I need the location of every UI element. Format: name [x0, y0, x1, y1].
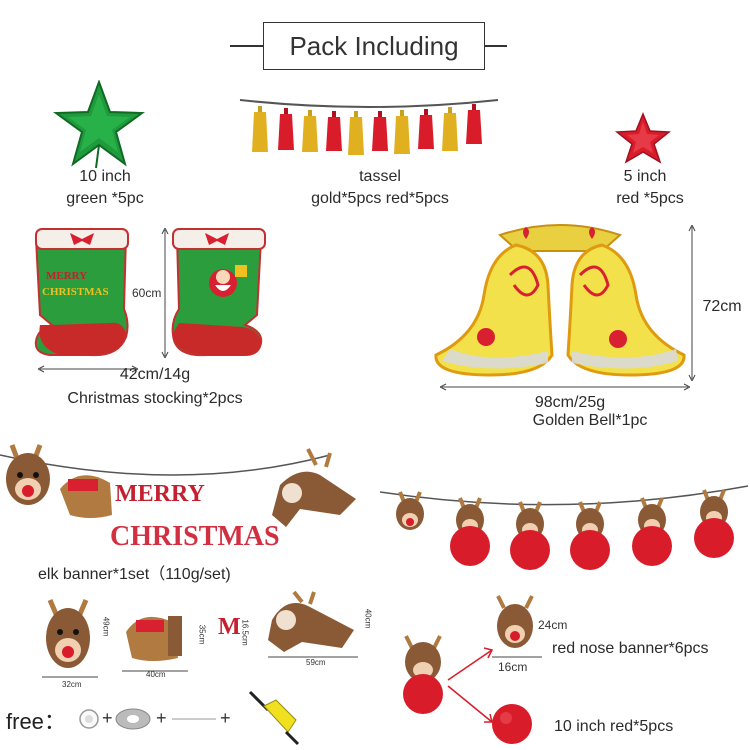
elk-body-height: 40cm: [363, 608, 373, 629]
svg-text:CHRISTMAS: CHRISTMAS: [42, 286, 109, 298]
reindeer-width-dimension: [492, 656, 542, 658]
elk-head: [6, 444, 50, 505]
elk-head-part: [46, 599, 90, 668]
plus-1: +: [102, 708, 113, 728]
elk-body-part: [268, 590, 354, 652]
reindeer-head-part: [496, 595, 534, 648]
red-nose-reindeer-6: [694, 489, 734, 558]
title-rule-left: [230, 45, 263, 47]
sleigh-width: 40cm: [146, 670, 166, 679]
christmas-stocking-back: [171, 228, 266, 357]
golden-bell-balloon: [434, 224, 686, 377]
stocking-desc: Christmas stocking*2pcs: [67, 390, 243, 407]
red-balloon-desc: 10 inch red*5pcs: [554, 718, 674, 735]
red-nose-reindeer-3: [510, 501, 550, 570]
tassel-garland: [239, 99, 499, 155]
red-nose-reindeer-2: [450, 497, 490, 566]
bell-weight: 98cm/25g: [534, 394, 606, 411]
bell-width-dimension: [440, 383, 690, 391]
stocking-height-label: 60cm: [132, 286, 162, 300]
reindeer-with-nose: [403, 635, 443, 714]
stocking-width-dimension: [38, 365, 138, 373]
red-nose-reindeer-5: [632, 497, 672, 566]
balloon-pump-icon: [248, 690, 300, 746]
tassel-desc: gold*5pcs red*5pcs: [311, 190, 449, 207]
elk-body: [272, 448, 356, 527]
red-nose-reindeer-1: [396, 491, 424, 530]
green-star-size: 10 inch: [79, 168, 131, 185]
stocking-height-dimension: [161, 228, 169, 358]
bell-desc: Golden Bell*1pc: [532, 412, 648, 429]
letter-sample: M: [218, 614, 241, 640]
red-balloon: [492, 704, 532, 744]
reindeer-height-label: 24cm: [538, 618, 568, 632]
red-nose-banner: [380, 485, 749, 570]
red-nose-reindeer-4: [570, 501, 610, 570]
sleigh-height: 35cm: [197, 624, 207, 645]
elk-banner: MERRY CHRISTMAS: [0, 444, 356, 552]
arrows: [447, 647, 494, 723]
red-nose-banner-desc: red nose banner*6pcs: [552, 640, 709, 657]
elk-head-height: 49cm: [101, 616, 111, 637]
christmas-stocking-front: MERRY CHRISTMAS: [34, 228, 129, 357]
string-icon: [172, 718, 216, 720]
reindeer-width-label: 16cm: [498, 660, 528, 674]
elk-body-width-dimension: [268, 656, 358, 658]
stocking-weight: 42cm/14g: [119, 366, 191, 383]
elk-body-width: 59cm: [306, 658, 326, 667]
bell-height-dimension: [688, 225, 696, 381]
svg-text:MERRY: MERRY: [46, 270, 87, 282]
tassel-name: tassel: [359, 168, 401, 185]
elk-sleigh: [60, 475, 112, 518]
green-star-desc: green *5pc: [66, 190, 144, 207]
ribbon-roll-icon: [115, 708, 151, 730]
red-star-desc: red *5pcs: [616, 190, 684, 207]
sleigh-part: [126, 616, 182, 661]
free-label: free：: [6, 709, 66, 734]
title-rule-right: [485, 45, 507, 47]
letter-height: 16.5cm: [240, 619, 250, 646]
glue-dots-icon: [79, 709, 99, 729]
merry-letters: MERRY: [115, 481, 205, 507]
red-star-size: 5 inch: [623, 168, 667, 185]
plus-2: +: [156, 708, 167, 728]
plus-3: +: [220, 708, 231, 728]
elk-head-width-dimension: [42, 676, 98, 678]
bell-height-label: 72cm: [702, 298, 742, 315]
green-star-balloon: [53, 80, 145, 169]
christmas-letters: CHRISTMAS: [110, 521, 280, 552]
page-title: Pack Including: [263, 22, 485, 70]
elk-head-width: 32cm: [62, 680, 82, 689]
red-star-balloon: [614, 112, 672, 164]
sleigh-width-dimension: [122, 670, 188, 672]
elk-banner-desc: elk banner*1set（110g/set): [38, 566, 231, 583]
